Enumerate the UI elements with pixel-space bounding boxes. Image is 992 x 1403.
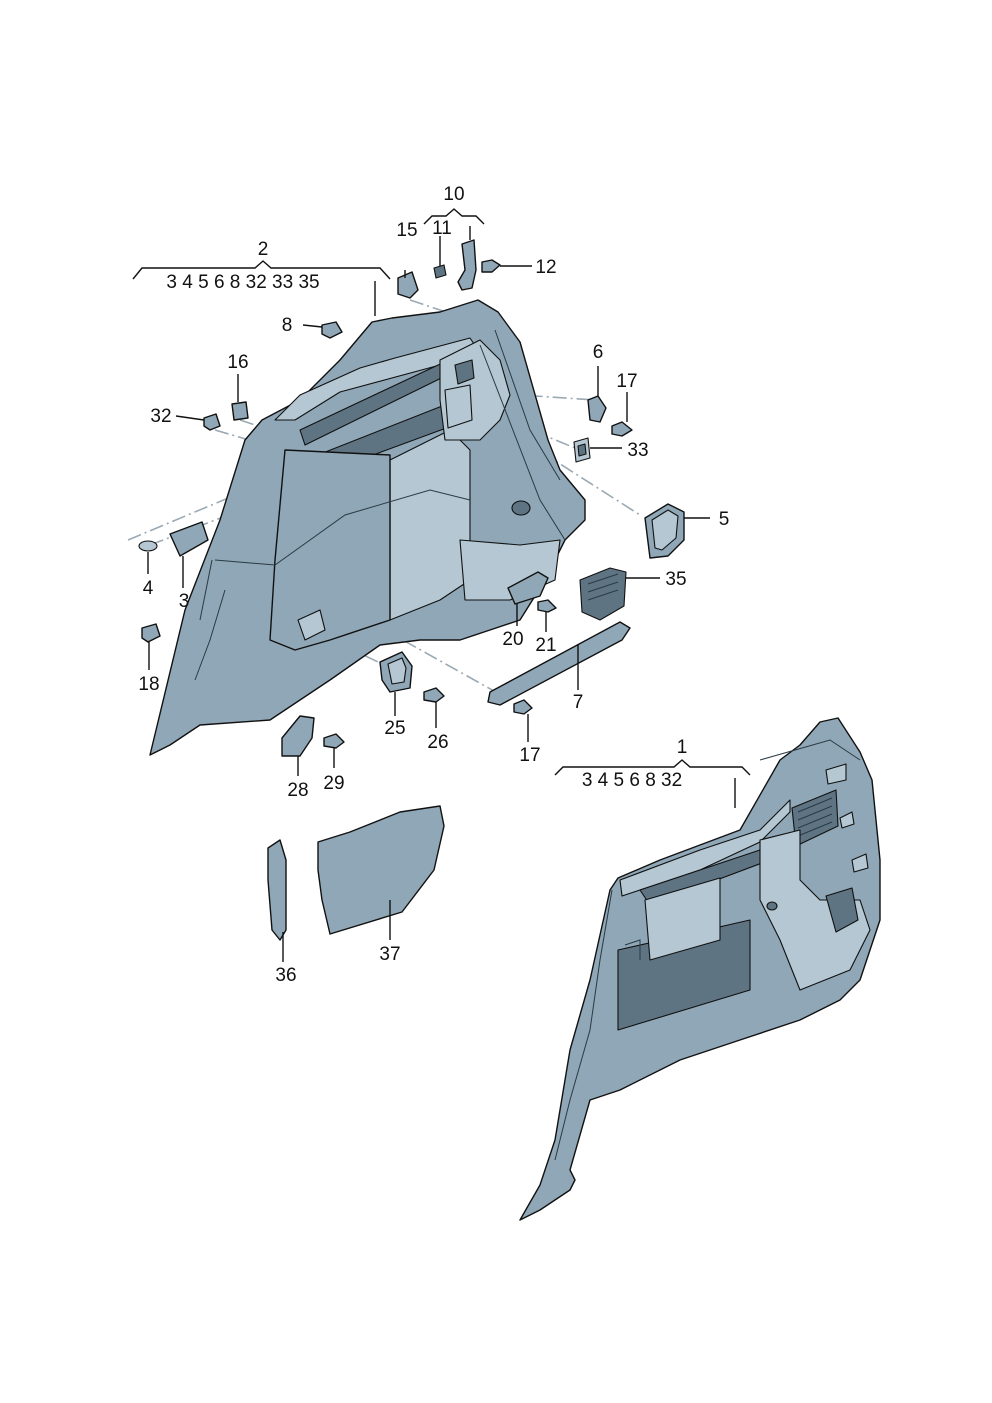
lower-covers: [267, 805, 445, 941]
callout-32: 32: [150, 406, 171, 427]
brace-group-1: [554, 759, 751, 808]
callout-4: 4: [143, 578, 154, 599]
callout-17-lower: 17: [519, 745, 540, 766]
callout-11: 11: [432, 218, 452, 239]
callout-15: 15: [396, 220, 417, 241]
clips-left: [138, 239, 685, 757]
trim-panel-left: [149, 299, 586, 756]
trim-panel-right: [519, 717, 881, 1221]
callout-37: 37: [379, 944, 400, 965]
callout-7: 7: [573, 692, 584, 713]
callout-3: 3: [179, 591, 190, 612]
callout-35: 35: [665, 569, 686, 590]
callout-36: 36: [275, 965, 296, 986]
callout-6: 6: [593, 342, 604, 363]
callout-17-upper: 17: [616, 371, 637, 392]
brace-group-10: [423, 208, 485, 225]
callout-5: 5: [719, 509, 730, 530]
callout-16: 16: [227, 352, 248, 373]
callout-18: 18: [138, 674, 159, 695]
callout-26: 26: [427, 732, 448, 753]
callout-28: 28: [287, 780, 308, 801]
callout-21: 21: [535, 635, 556, 656]
callout-10: 10: [443, 184, 464, 205]
callout-25: 25: [384, 718, 405, 739]
brace-group-2: [132, 260, 391, 316]
callout-1-subparts: 3 4 5 6 8 32: [582, 770, 682, 791]
callout-2: 2: [258, 239, 269, 260]
leader-lines: [147, 226, 710, 962]
callout-33: 33: [627, 440, 648, 461]
callout-8: 8: [282, 315, 293, 336]
callout-12: 12: [535, 257, 556, 278]
callout-1: 1: [677, 737, 688, 758]
callout-labels: 1 3 4 5 6 8 32 2 3 4 5 6 8 32 33 35 3 4 …: [138, 184, 729, 986]
callout-20: 20: [502, 629, 523, 650]
callout-2-subparts: 3 4 5 6 8 32 33 35: [166, 272, 319, 293]
callout-29: 29: [323, 773, 344, 794]
